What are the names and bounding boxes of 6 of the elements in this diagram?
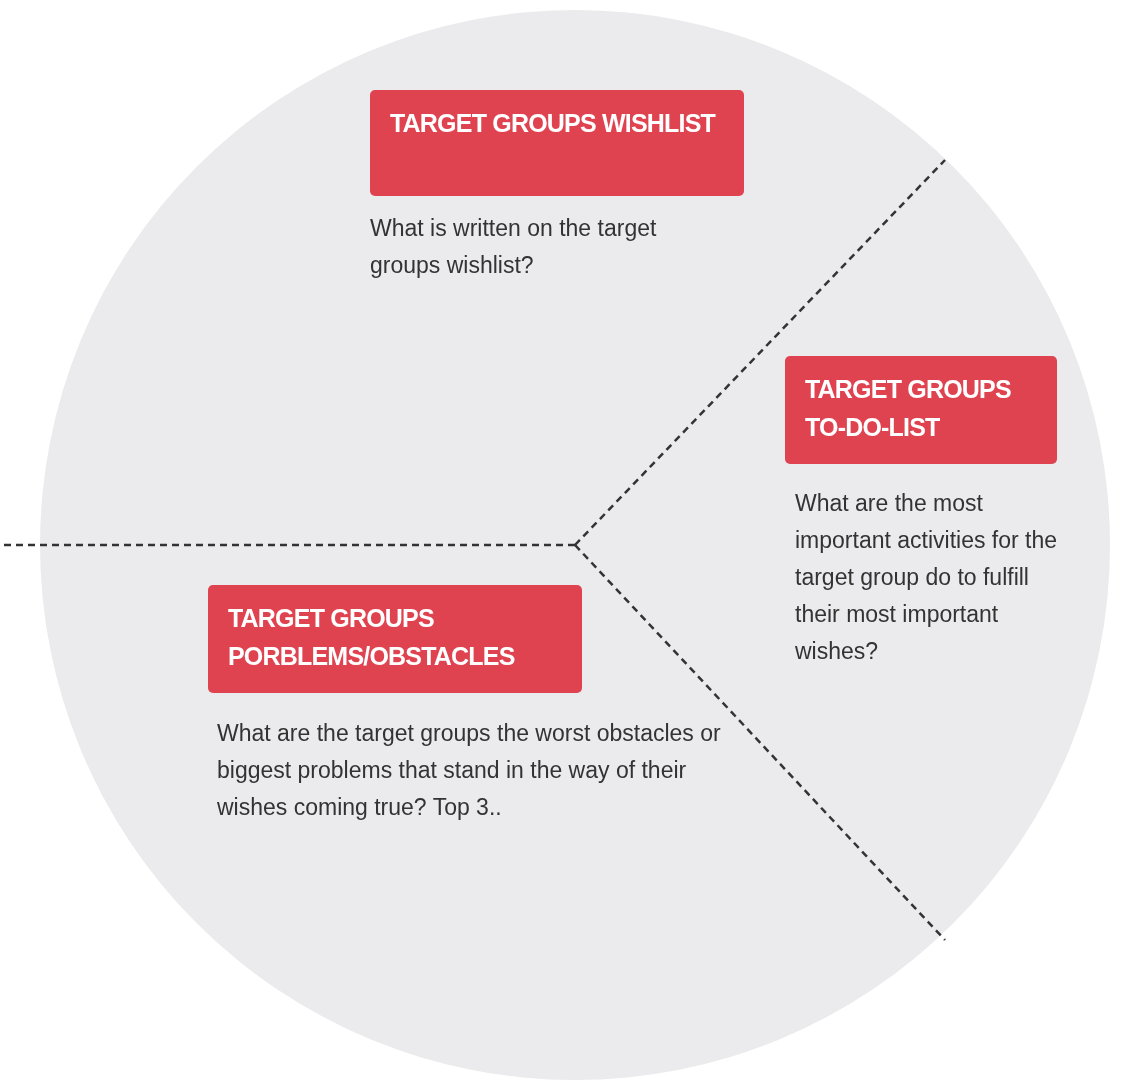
question-text: What are the most important activities for the target group do to fulfill their most important wishes? [795, 489, 1059, 666]
question-text: What is written on the target groups wishlist? [370, 214, 658, 280]
heading-label: TARGET GROUPS WISHLIST [370, 90, 744, 196]
heading-label: TARGET GROUPS TO-DO-LIST [785, 356, 1057, 464]
question-text: What are the target groups the worst obstacles or biggest problems that stand in the way of their wishes coming true? Top 3.. [217, 719, 722, 822]
heading-label: TARGET GROUPS PORBLEMS/OBSTACLES [208, 585, 582, 693]
